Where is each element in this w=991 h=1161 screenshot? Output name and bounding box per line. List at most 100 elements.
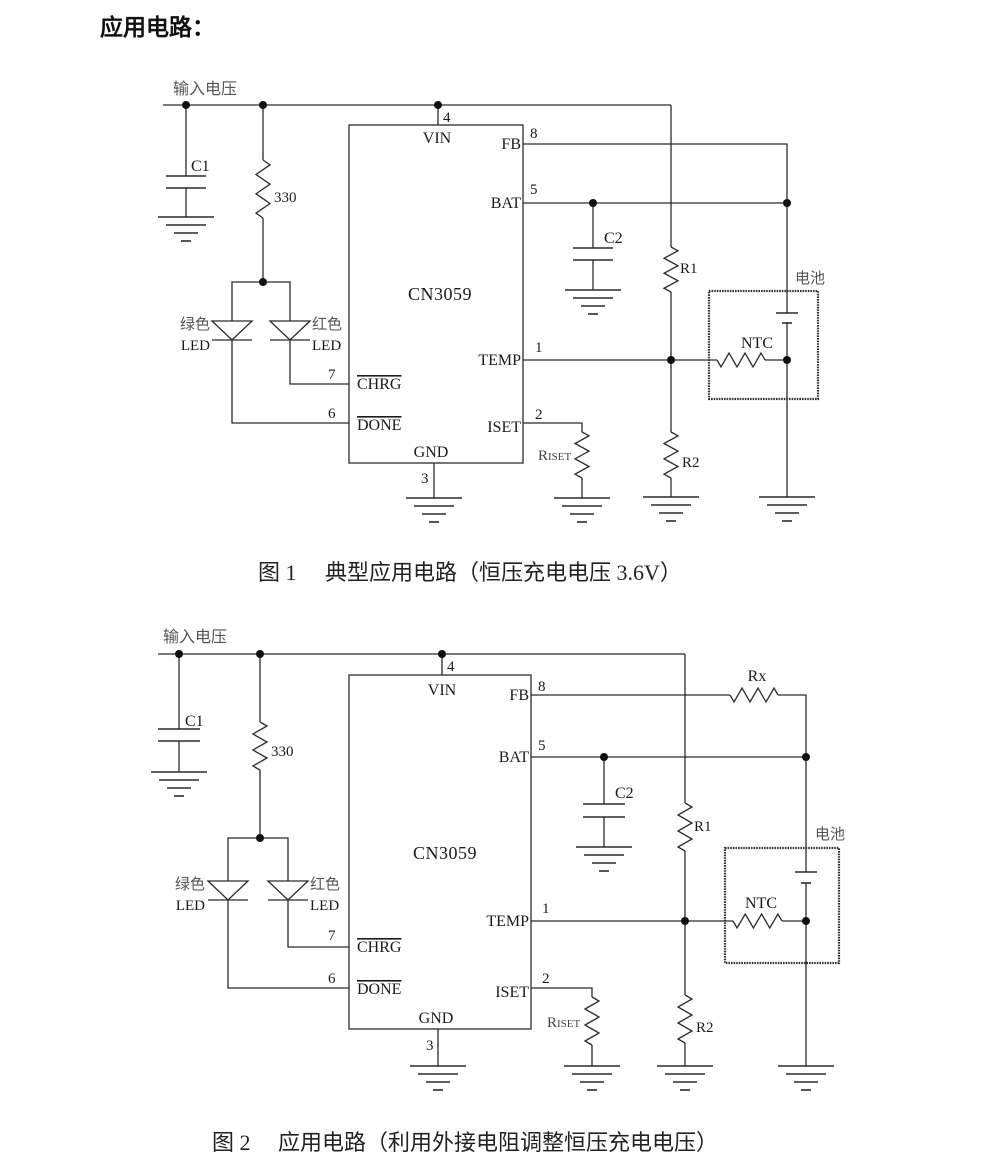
battery-cell-icon xyxy=(776,312,798,324)
pin-temp-label: TEMP xyxy=(478,352,521,369)
r1-label: R1 xyxy=(680,261,698,277)
riset-label-subscript: ISET xyxy=(548,451,572,463)
pin-fb-number: 8 xyxy=(530,126,538,142)
green-led-type-label: LED xyxy=(181,338,210,354)
pin-chrg-label: CHRG xyxy=(357,376,402,393)
pin-done-label: DONE xyxy=(357,417,401,434)
rx-label: Rx xyxy=(748,668,767,685)
pin-temp-number: 1 xyxy=(542,901,550,917)
ic-part-number: CN3059 xyxy=(413,843,477,863)
pin-iset-label: ISET xyxy=(487,419,521,436)
battery-label: 电池 xyxy=(795,270,825,287)
resistor-zigzag xyxy=(254,159,272,219)
resistor-zigzag xyxy=(676,994,694,1044)
junction-dot xyxy=(259,278,267,286)
resistor-zigzag xyxy=(583,996,601,1046)
riset-label: RISET xyxy=(538,448,572,464)
resistor-zigzag xyxy=(676,802,694,852)
ground-symbol-icon xyxy=(565,289,621,315)
ground-symbol-icon xyxy=(406,497,462,523)
led-triangle xyxy=(206,880,250,901)
junction-dot xyxy=(783,199,791,207)
green-led-color-label: 绿色 xyxy=(175,876,205,893)
pin-temp-number: 1 xyxy=(535,340,543,356)
figure-2-adjustable-voltage-circuit: 输入电压 C1 330 绿色 LED 红色 LED 4 VIN FB 8 BAT… xyxy=(151,628,845,1155)
junction-dot xyxy=(175,650,183,658)
r2-label: R2 xyxy=(696,1020,714,1036)
resistor-zigzag xyxy=(732,912,783,930)
pin-iset-number: 2 xyxy=(542,971,550,987)
iset-wire xyxy=(523,422,583,432)
ground-symbol-icon xyxy=(151,771,207,797)
figure-2-labels: 输入电压 C1 330 绿色 LED 红色 LED 4 VIN FB 8 BAT… xyxy=(163,628,845,1054)
junction-dot xyxy=(438,650,446,658)
resistor-330 xyxy=(254,159,272,219)
pin-gnd-number: 3 xyxy=(426,1038,434,1054)
led-triangle xyxy=(268,320,312,341)
chrg-wire xyxy=(289,340,349,385)
battery-pack-outline xyxy=(723,846,841,965)
done-wire xyxy=(231,340,349,424)
pin-fb-number: 8 xyxy=(538,679,546,695)
ic-part-number: CN3059 xyxy=(408,284,472,304)
c1-label: C1 xyxy=(185,713,204,730)
resistor-r2 xyxy=(662,431,680,479)
ground-symbol-icon xyxy=(778,1065,834,1091)
resistor-r1 xyxy=(676,802,694,852)
figure-1-typical-application-circuit: 输入电压 C1 330 绿色 LED 红色 LED 4 VIN FB 8 BAT… xyxy=(158,80,825,585)
junction-dot xyxy=(589,199,597,207)
green-led-type-label: LED xyxy=(176,898,205,914)
junction-dot xyxy=(256,650,264,658)
rx-wire xyxy=(778,694,807,757)
ground-symbol-icon xyxy=(564,1065,620,1091)
pin-bat-label: BAT xyxy=(499,749,529,766)
ntc-thermistor xyxy=(716,351,766,369)
resistor-330 xyxy=(251,721,269,771)
done-wire xyxy=(227,900,349,989)
c1-label: C1 xyxy=(191,158,210,175)
pin-bat-number: 5 xyxy=(530,182,538,198)
led-branch-wire xyxy=(227,837,289,881)
pin-vin-label: VIN xyxy=(423,130,452,147)
pin-chrg-number: 7 xyxy=(328,928,336,944)
resistor-zigzag xyxy=(251,721,269,771)
riset-label-prefix: R xyxy=(538,448,548,464)
red-led-icon xyxy=(266,880,310,901)
pin-done-label: DONE xyxy=(357,981,401,998)
figure-2-schematic-drawing xyxy=(151,650,841,1091)
red-led-type-label: LED xyxy=(312,338,341,354)
ground-symbol-icon xyxy=(576,846,632,872)
pin-gnd-label: GND xyxy=(414,444,449,461)
resistor-zigzag xyxy=(573,431,591,479)
chrg-wire xyxy=(287,900,349,948)
pin-fb-label: FB xyxy=(501,136,521,153)
input-voltage-label: 输入电压 xyxy=(163,628,227,646)
battery-pack-outline xyxy=(707,289,820,401)
junction-dot xyxy=(802,917,810,925)
ic-body xyxy=(348,124,524,464)
pin-bat-label: BAT xyxy=(491,195,521,212)
fb-wire xyxy=(523,143,788,203)
ntc-label: NTC xyxy=(745,895,777,912)
ground-symbol-icon xyxy=(759,496,815,522)
ground-symbol-icon xyxy=(657,1065,713,1091)
c2-label: C2 xyxy=(604,230,623,247)
c2-label: C2 xyxy=(615,785,634,802)
capacitor-c2 xyxy=(573,247,613,261)
r1-label: R1 xyxy=(694,819,712,835)
resistor-riset xyxy=(583,996,601,1046)
red-led-type-label: LED xyxy=(310,898,339,914)
input-voltage-label: 输入电压 xyxy=(173,80,237,98)
junction-dot xyxy=(259,101,267,109)
resistor-330-label: 330 xyxy=(271,744,294,760)
capacitor-c2 xyxy=(583,803,625,818)
r2-label: R2 xyxy=(682,455,700,471)
pin-iset-number: 2 xyxy=(535,407,543,423)
figure-2-caption-number: 图 2 xyxy=(212,1130,251,1155)
red-led-icon xyxy=(268,320,312,341)
resistor-zigzag xyxy=(729,686,779,704)
pin-gnd-number: 3 xyxy=(421,471,429,487)
pin-gnd-label: GND xyxy=(419,1010,454,1027)
ground-symbol-icon xyxy=(554,497,610,523)
